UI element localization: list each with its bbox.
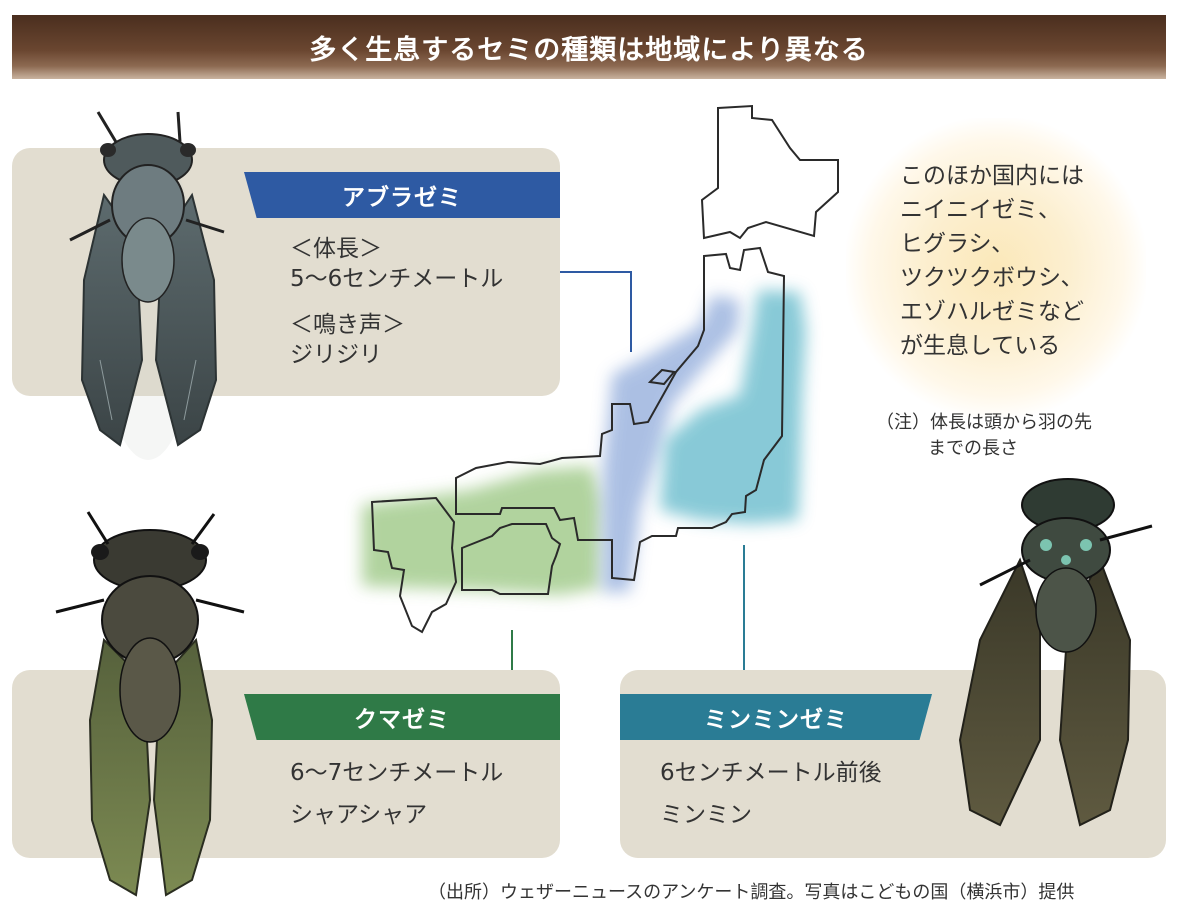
abura-name: アブラゼミ <box>342 185 462 211</box>
info-glow <box>846 118 1146 418</box>
info-line: ヒグラシ、 <box>900 231 1015 257</box>
sado-island-outline <box>647 368 676 386</box>
kyushu-outline <box>370 496 458 634</box>
source-credit: （出所）ウェザーニュースのアンケート調査。写真はこどもの国（横浜市）提供 <box>428 882 1075 903</box>
abura-cicada-photo <box>69 111 225 460</box>
minmin-cicada-photo <box>958 478 1153 827</box>
japan-map-outline <box>370 104 839 634</box>
info-line: このほか国内には <box>900 163 1084 189</box>
shikoku-outline <box>461 523 562 595</box>
abura-call-label: ＜鳴き声＞ <box>290 312 405 338</box>
kuma-cicada-photo <box>55 511 245 897</box>
abura-length-label: ＜体長＞ <box>290 236 382 262</box>
title-banner: 多く生息するセミの種類は地域により異なる <box>12 15 1166 79</box>
page-title: 多く生息するセミの種類は地域により異なる <box>309 34 869 66</box>
kuma-call: シャアシャア <box>290 802 428 828</box>
minmin-name: ミンミンゼミ <box>704 707 848 733</box>
minmin-region <box>660 290 806 524</box>
note-line-2: までの長さ <box>928 438 1018 459</box>
connectors <box>511 271 745 670</box>
abura-connector <box>560 271 632 352</box>
info-line: ツクツクボウシ、 <box>900 265 1084 291</box>
info-line: エゾハルゼミなど <box>900 299 1084 325</box>
kuma-name: クマゼミ <box>354 707 450 733</box>
abura-call: ジリジリ <box>290 342 382 368</box>
minmin-name-banner: ミンミンゼミ <box>620 694 932 740</box>
kuma-name-banner: クマゼミ <box>244 694 560 740</box>
minmin-call: ミンミン <box>660 802 752 828</box>
hokkaido-outline <box>700 104 839 240</box>
note-line-1: （注）体長は頭から羽の先 <box>876 412 1092 433</box>
honshu-outline <box>455 246 786 582</box>
abura-name-banner: アブラゼミ <box>244 172 560 218</box>
kuma-length: 6～7センチメートル <box>290 760 504 786</box>
minmin-length: 6センチメートル前後 <box>660 760 882 786</box>
abura-length: 5～6センチメートル <box>290 266 504 292</box>
abura-region <box>602 295 740 592</box>
info-line: が生息している <box>900 333 1061 359</box>
kuma-region <box>362 466 602 595</box>
info-line: ニイニイゼミ、 <box>900 197 1061 223</box>
